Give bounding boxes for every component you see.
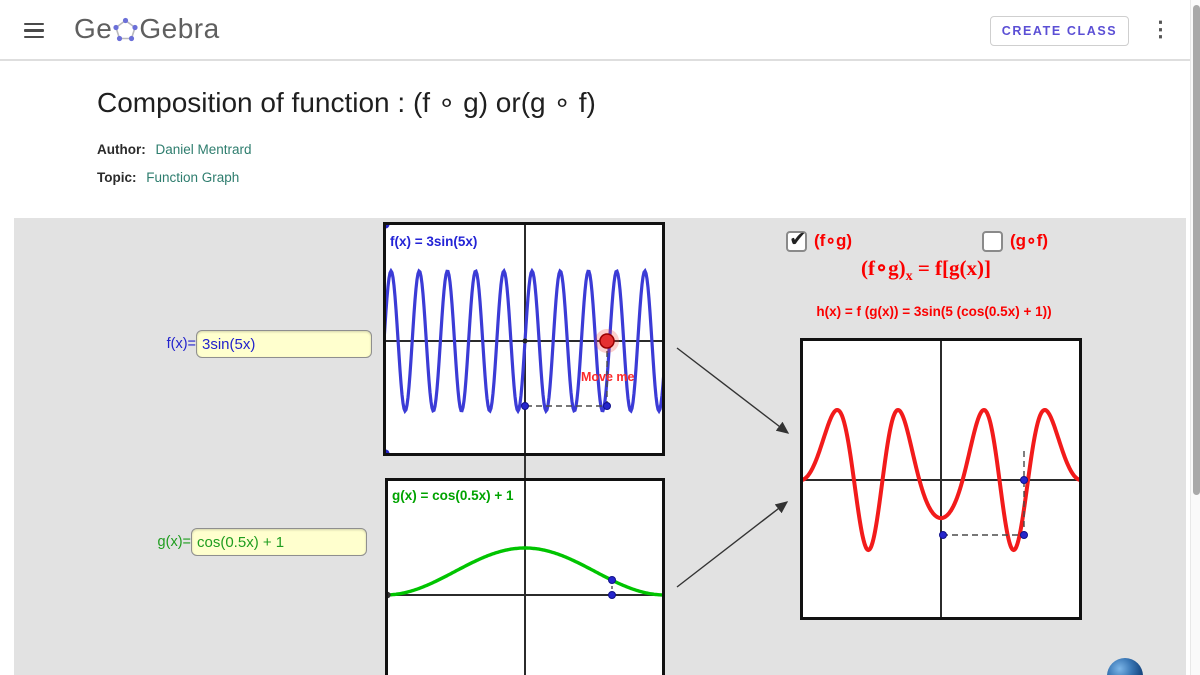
- gf-checkbox-label[interactable]: (g∘f): [1010, 231, 1049, 250]
- hamburger-menu-icon[interactable]: [24, 23, 44, 39]
- geogebra-applet-canvas[interactable]: f(x)= g(x)= f(x) = 3sin(5x) Move me: [14, 218, 1186, 675]
- topic-label: Topic:: [97, 170, 137, 185]
- move-me-label: Move me: [581, 370, 635, 384]
- page-scrollbar-track[interactable]: [1190, 0, 1200, 675]
- axis-connector-line: [524, 455, 526, 479]
- move-me-point[interactable]: [599, 333, 615, 349]
- fg-checkbox[interactable]: ✔: [786, 228, 807, 252]
- page-title: Composition of function : (f ∘ g) or(g ∘…: [97, 87, 596, 118]
- h-helper-point[interactable]: [1020, 531, 1028, 539]
- h-composition-curve: [800, 407, 1082, 553]
- h-helper-point-on-axis[interactable]: [939, 531, 947, 539]
- arrow-f-to-h: [676, 347, 790, 434]
- logo-text-prefix: Ge: [74, 13, 113, 44]
- checkmark-icon: ✔: [789, 228, 807, 251]
- geogebra-pentagon-icon: [113, 17, 138, 42]
- globe-icon[interactable]: [1107, 658, 1143, 675]
- fg-checkbox-label[interactable]: (f∘g): [814, 231, 853, 250]
- mapping-arrows: [676, 347, 790, 588]
- f-helper-point[interactable]: [603, 402, 611, 410]
- geogebra-logo[interactable]: Ge Gebra: [74, 13, 220, 45]
- g-graph-panel[interactable]: g(x) = cos(0.5x) + 1: [385, 478, 665, 675]
- page-scrollbar-thumb[interactable]: [1192, 5, 1200, 495]
- create-class-button[interactable]: CREATE CLASS: [990, 16, 1129, 46]
- arrow-g-to-h: [676, 501, 789, 588]
- h-point-on-axis[interactable]: [1020, 476, 1028, 484]
- g-point-on-curve[interactable]: [608, 576, 616, 584]
- f-panel-border: [383, 222, 665, 456]
- top-app-bar: Ge Gebra CREATE CLASS ⋮: [0, 0, 1200, 61]
- h-panel-border: [800, 338, 1082, 620]
- f-graph-panel[interactable]: f(x) = 3sin(5x) Move me: [383, 222, 665, 456]
- g-graph-label: g(x) = cos(0.5x) + 1: [392, 488, 514, 503]
- logo-text-suffix: Gebra: [139, 13, 220, 44]
- composition-formula-lhs: (f∘g): [860, 256, 906, 280]
- g-input[interactable]: [191, 528, 367, 556]
- author-label: Author:: [97, 142, 146, 157]
- author-row: Author: Daniel Mentrard: [97, 142, 252, 157]
- composition-formula-rhs: = f[g(x)]: [912, 256, 992, 280]
- topic-row: Topic: Function Graph: [97, 170, 239, 185]
- h-formula-text: h(x) = f (g(x)) = 3sin(5 (cos(0.5x) + 1)…: [816, 304, 1052, 319]
- f-input-label: f(x)=: [166, 336, 196, 352]
- f-sine-curve: [383, 267, 665, 415]
- f-origin-point: [522, 338, 528, 344]
- composition-formula: (f∘g)x = f[g(x)]: [776, 256, 1076, 285]
- composition-formula-subscript: x: [905, 269, 913, 285]
- topic-link[interactable]: Function Graph: [146, 170, 240, 185]
- g-point-on-axis[interactable]: [608, 591, 616, 599]
- g-cosine-curve: [385, 546, 665, 597]
- author-link[interactable]: Daniel Mentrard: [155, 142, 252, 157]
- g-panel-border: [385, 478, 665, 675]
- f-helper-point-on-axis[interactable]: [521, 402, 529, 410]
- h-graph-panel[interactable]: [800, 338, 1082, 620]
- f-input[interactable]: [196, 330, 372, 358]
- gf-checkbox[interactable]: [982, 231, 1003, 252]
- kebab-menu-icon[interactable]: ⋮: [1150, 18, 1171, 41]
- g-input-label: g(x)=: [157, 534, 191, 550]
- f-graph-label: f(x) = 3sin(5x): [390, 234, 477, 249]
